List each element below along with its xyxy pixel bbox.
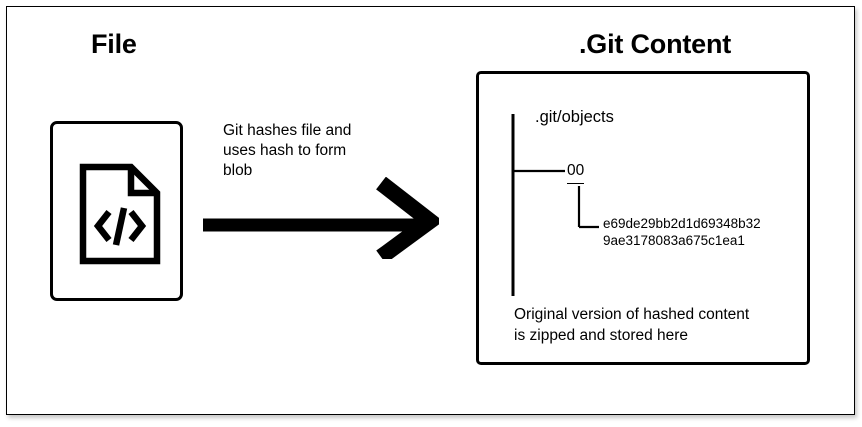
tree-connector-lines bbox=[511, 114, 599, 296]
caption-line-1: Original version of hashed content bbox=[514, 306, 750, 323]
git-content-box: .git/objects 00 e69de29bb2d1d69348b32 9a… bbox=[476, 71, 810, 365]
object-hash-line-2: 9ae3178083a675c1ea1 bbox=[603, 233, 745, 248]
tree-object-hash: e69de29bb2d1d69348b32 9ae3178083a675c1ea… bbox=[603, 215, 761, 249]
git-content-section-title: .Git Content bbox=[579, 29, 732, 59]
git-box-caption: Original version of hashed content is zi… bbox=[514, 304, 804, 346]
caption-line-2: is zipped and stored here bbox=[514, 327, 689, 344]
object-hash-line-1: e69de29bb2d1d69348b32 bbox=[603, 216, 761, 231]
annotation-line-2: uses hash to form bbox=[223, 142, 347, 159]
annotation-line-1: Git hashes file and bbox=[223, 122, 352, 139]
file-card bbox=[50, 121, 183, 301]
annotation-line-3: blob bbox=[223, 162, 253, 179]
code-file-icon bbox=[53, 124, 186, 304]
tree-root-label: .git/objects bbox=[535, 108, 614, 126]
tree-directory-label: 00 bbox=[567, 163, 585, 184]
file-section-title: File bbox=[91, 29, 137, 59]
annotation-text: Git hashes file and uses hash to form bl… bbox=[223, 121, 391, 181]
flow-arrow-right bbox=[199, 176, 444, 264]
diagram-outer-frame: File Git hashes file and uses hash to fo… bbox=[6, 6, 855, 415]
